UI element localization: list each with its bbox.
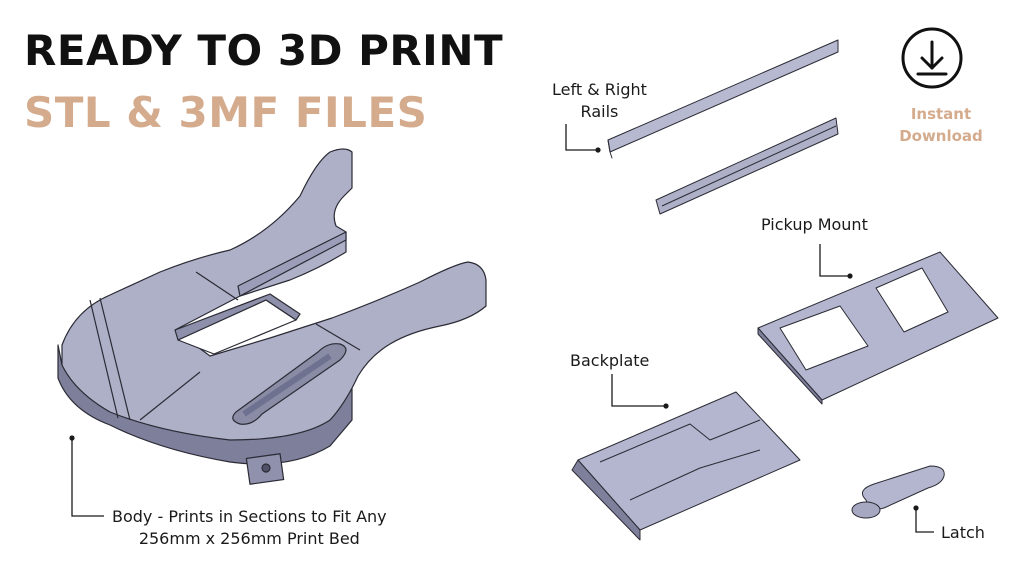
leader-latch: [915, 508, 934, 533]
rails-label-line-1: Left & Right: [552, 80, 647, 99]
pickup-slot-inner: [242, 353, 332, 417]
section-seam-1: [89, 299, 119, 419]
leader-lines: [71, 124, 934, 533]
section-seam-2: [99, 297, 131, 421]
backplate-side: [571, 459, 641, 541]
leader-backplate: [611, 374, 666, 407]
jack-hole: [261, 463, 271, 473]
body-label-line-1: Body - Prints in Sections to Fit Any: [112, 507, 387, 526]
body-label: Body - Prints in Sections to Fit Any 256…: [112, 506, 387, 549]
rail-right-groove: [661, 125, 837, 207]
rails-label: Left & Right Rails: [552, 79, 647, 122]
backplate-detail: [599, 419, 761, 501]
leader-pickup: [819, 244, 850, 277]
rails-label-line-2: Rails: [580, 101, 619, 121]
download-icon[interactable]: [901, 27, 963, 89]
latch-label: Latch: [941, 523, 985, 542]
guitar-body-model: [57, 148, 487, 485]
headline-file-formats: STL & 3MF FILES: [24, 88, 428, 137]
instant-download-badge[interactable]: Instant Download: [893, 104, 989, 148]
horn-ridge: [237, 231, 347, 297]
section-seam-3: [139, 371, 201, 421]
section-seam-5: [315, 323, 361, 351]
latch-knob: [851, 501, 881, 519]
pickup-window-2: [875, 267, 949, 333]
rail-right-top: [655, 117, 839, 215]
body-cavity-wall: [174, 293, 301, 341]
rail-left-side: [607, 139, 613, 159]
pickup-mount-edge: [757, 327, 823, 405]
rails-model: [607, 39, 839, 215]
leader-rails: [565, 124, 598, 151]
body-top-face: [61, 148, 487, 441]
latch-arm: [861, 465, 945, 510]
pickup-mount-label: Pickup Mount: [761, 215, 868, 234]
backplate-label: Backplate: [570, 351, 650, 370]
pickup-window-1: [779, 305, 869, 371]
headline-ready-to-print: READY TO 3D PRINT: [24, 26, 504, 75]
leader-body: [71, 438, 104, 517]
badge-line-2: Download: [899, 126, 983, 145]
pickup-mount-model: [757, 251, 999, 405]
backplate-model: [571, 391, 801, 541]
latch-model: [851, 465, 945, 519]
badge-line-1: Instant: [910, 105, 972, 123]
body-label-line-2: 256mm x 256mm Print Bed: [138, 528, 360, 548]
leader-dots: [69, 147, 919, 511]
section-seam-4: [195, 271, 239, 301]
